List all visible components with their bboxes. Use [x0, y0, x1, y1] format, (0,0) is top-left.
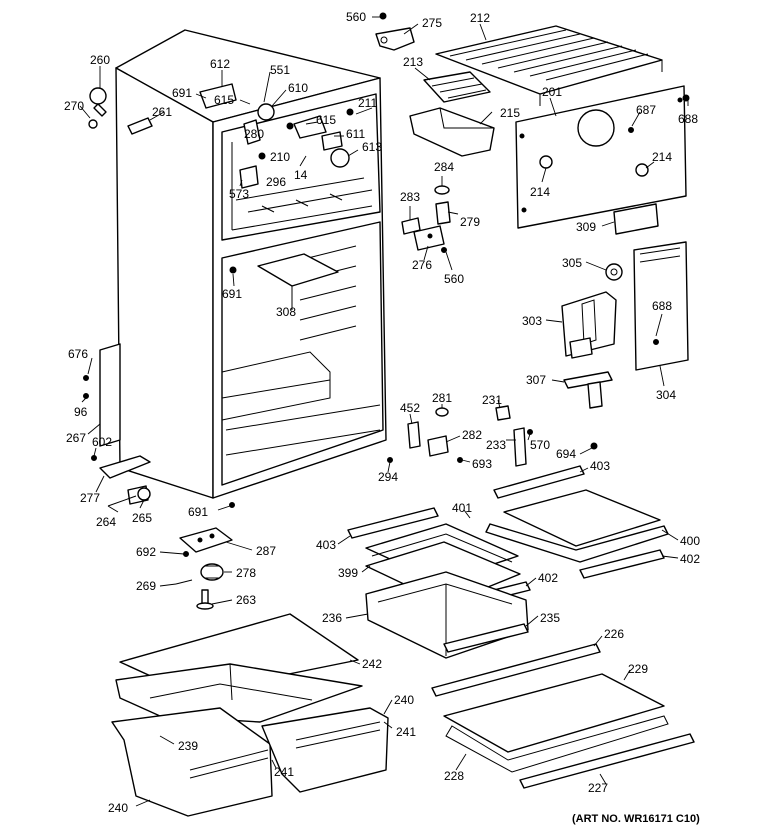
callout-label: 307 [526, 373, 546, 387]
callout-label: 452 [400, 401, 420, 415]
cabinet [88, 29, 387, 505]
callout-label: 231 [482, 393, 502, 407]
callout-label: 269 [136, 579, 156, 593]
callout-label: 264 [96, 515, 116, 529]
callout-label: 551 [270, 63, 290, 77]
callout-label: 236 [322, 611, 342, 625]
callout-label: 402 [538, 571, 558, 585]
callout-label: 276 [412, 258, 432, 272]
callout-label: 270 [64, 99, 84, 113]
callout-label: 403 [590, 459, 610, 473]
callout-label: 275 [422, 16, 442, 30]
callout-label: 287 [256, 544, 276, 558]
callout-label: 261 [152, 105, 172, 119]
callout-label: 308 [276, 305, 296, 319]
callout-label: 615 [316, 113, 336, 127]
fasteners [83, 12, 690, 585]
callout-label: 226 [604, 627, 624, 641]
callout-label: 688 [678, 112, 698, 126]
callout-label: 401 [452, 501, 472, 515]
callout-label: 278 [236, 566, 256, 580]
callout-label: 279 [460, 215, 480, 229]
callout-label: 602 [92, 435, 112, 449]
callout-label: 281 [432, 391, 452, 405]
callout-label: 676 [68, 347, 88, 361]
callout-label: 403 [316, 538, 336, 552]
callout-label: 296 [266, 175, 286, 189]
callout-label: 263 [236, 593, 256, 607]
leveling-parts [107, 487, 233, 610]
callout-label: 692 [136, 545, 156, 559]
callout-label: 282 [462, 428, 482, 442]
callout-label: 240 [394, 693, 414, 707]
callout-label: 400 [680, 534, 700, 548]
callout-label: 304 [656, 388, 676, 402]
shelves [347, 465, 695, 789]
leader-lines [79, 16, 689, 807]
callout-label: 691 [222, 287, 242, 301]
callout-label: 280 [244, 127, 264, 141]
callout-label: 265 [132, 511, 152, 525]
callout-label: 610 [288, 81, 308, 95]
callout-label: 560 [346, 10, 366, 24]
callout-label: 210 [270, 150, 290, 164]
callout-label: 215 [500, 106, 520, 120]
callout-label: 693 [472, 457, 492, 471]
crisper-assembly [111, 613, 389, 817]
control-parts [407, 241, 689, 467]
callout-label: 241 [396, 725, 416, 739]
callout-label: 260 [90, 53, 110, 67]
callout-label: 560 [444, 272, 464, 286]
callout-label: 214 [652, 150, 672, 164]
callout-label: 694 [556, 447, 576, 461]
callout-label: 691 [172, 86, 192, 100]
callout-label: 402 [680, 552, 700, 566]
callout-label: 211 [358, 96, 377, 110]
callout-label: 228 [444, 769, 464, 783]
callout-label: 283 [400, 190, 420, 204]
callout-label: 570 [530, 438, 550, 452]
freezer-parts [375, 25, 687, 251]
callout-label: 241 [274, 765, 294, 779]
callout-label: 303 [522, 314, 542, 328]
callout-label: 201 [542, 85, 562, 99]
callout-label: 233 [486, 438, 506, 452]
callout-label: 613 [362, 140, 382, 154]
callout-label: 267 [66, 431, 86, 445]
callout-label: 309 [576, 220, 596, 234]
art-number: (ART NO. WR16171 C10) [572, 813, 700, 825]
callout-label: 691 [188, 505, 208, 519]
callout-label: 235 [540, 611, 560, 625]
callout-label: 229 [628, 662, 648, 676]
callout-label: 688 [652, 299, 672, 313]
callout-label: 611 [346, 127, 365, 141]
callout-label: 239 [178, 739, 198, 753]
callout-label: 214 [530, 185, 550, 199]
callout-label: 305 [562, 256, 582, 270]
callout-label: 399 [338, 566, 358, 580]
callout-label: 242 [362, 657, 382, 671]
callout-label: 612 [210, 57, 230, 71]
callout-label: 213 [403, 55, 423, 69]
callout-label: 212 [470, 11, 490, 25]
callout-label: 14 [294, 168, 308, 182]
callout-label: 294 [378, 470, 398, 484]
callout-label: 615 [214, 93, 234, 107]
callout-label: 227 [588, 781, 608, 795]
callout-labels: 560 275 212 260 612 551 213 691 615 610 … [64, 10, 700, 815]
callout-label: 96 [74, 405, 88, 419]
callout-label: 573 [229, 187, 249, 201]
callout-label: 240 [108, 801, 128, 815]
callout-label: 277 [80, 491, 100, 505]
callout-label: 687 [636, 103, 656, 117]
callout-label: 284 [434, 160, 454, 174]
